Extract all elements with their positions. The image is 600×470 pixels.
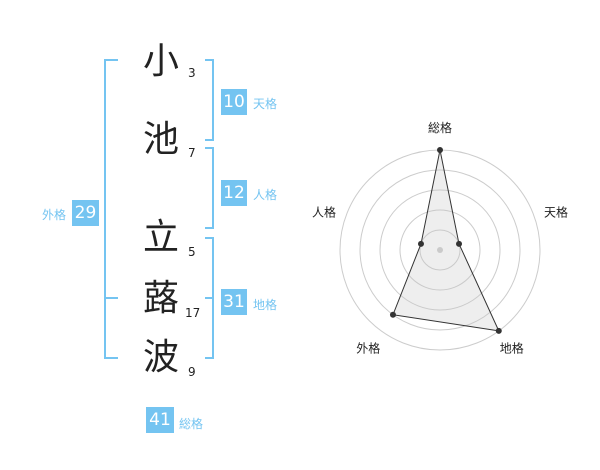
- name-char-1: 小: [143, 41, 180, 82]
- radar-points: [389, 147, 502, 334]
- radar-point-2: [456, 240, 463, 247]
- gaikaku-label: 外格: [42, 208, 67, 222]
- radar-axis-label-4: 外格: [356, 341, 380, 356]
- stroke-count-3: 5: [188, 245, 196, 259]
- name-char-5: 波: [143, 337, 180, 378]
- stroke-count-4: 17: [185, 306, 201, 320]
- name-char-2: 池: [143, 119, 180, 160]
- radar-point-5: [417, 240, 424, 247]
- stroke-count-1: 3: [188, 66, 196, 80]
- chikaku-value: 31: [221, 289, 247, 315]
- tenkaku-label: 天格: [253, 97, 278, 111]
- radar-grid-ring: [359, 169, 521, 331]
- tenkaku-value: 10: [221, 89, 247, 115]
- radar-axis-label-1: 総格: [428, 120, 452, 135]
- radar-grid-ring: [399, 209, 481, 291]
- chikaku-label: 地格: [253, 298, 278, 312]
- jinkaku-label: 人格: [253, 188, 278, 202]
- stroke-count-5: 9: [188, 365, 196, 379]
- soukaku-value: 41: [146, 407, 174, 433]
- radar-point-1: [437, 147, 443, 153]
- gaikaku-value: 29: [72, 200, 99, 226]
- radar-area: [392, 149, 500, 332]
- name-char-3: 立: [143, 217, 180, 258]
- jinkaku-bracket: [205, 147, 214, 229]
- radar-center: [437, 247, 443, 253]
- radar-point-3: [495, 327, 502, 334]
- radar-axis-label-2: 天格: [544, 204, 568, 219]
- radar-axis-label-3: 地格: [500, 341, 524, 356]
- radar-axis-label-5: 人格: [312, 204, 336, 219]
- stroke-count-2: 7: [188, 146, 196, 160]
- name-char-4: 蕗: [143, 278, 180, 319]
- tenkaku-bracket: [205, 59, 214, 141]
- radar-point-4: [389, 311, 396, 318]
- radar-grid-ring: [419, 229, 461, 271]
- radar-polygon: [392, 149, 500, 332]
- radar-grid-ring: [379, 189, 501, 311]
- outer-bracket: [104, 59, 118, 359]
- jinkaku-value: 12: [221, 180, 247, 206]
- soukaku-label: 総格: [179, 417, 204, 431]
